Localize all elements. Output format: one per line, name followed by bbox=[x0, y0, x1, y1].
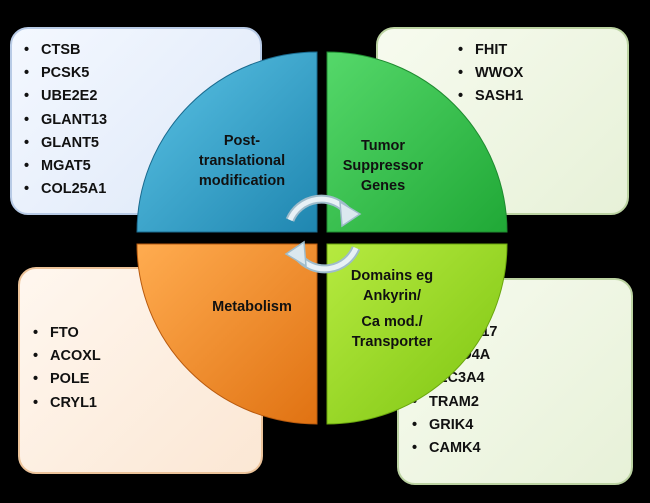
gene-list: CTSBPCSK5UBE2E2GLANT13GLANT5MGAT5COL25A1 bbox=[24, 39, 260, 201]
gene-item: GRIK4 bbox=[412, 414, 631, 437]
gene-item: FHIT bbox=[458, 39, 627, 62]
quadrant-post-translational bbox=[136, 51, 318, 233]
gene-item: ACOXL bbox=[33, 345, 261, 368]
gene-item: WWOX bbox=[458, 62, 627, 85]
gene-item: SASH1 bbox=[458, 85, 627, 108]
quadrant-tumor-suppressor bbox=[326, 51, 508, 233]
gene-item: CTSB bbox=[24, 39, 260, 62]
quadrant-label-transporter: Ca mod./ Transporter bbox=[351, 314, 433, 350]
gene-item: COL25A1 bbox=[24, 178, 260, 201]
gene-item: PCSK5 bbox=[24, 62, 260, 85]
gene-item: CAMK4 bbox=[412, 437, 631, 460]
gene-item: CRYL1 bbox=[33, 392, 261, 415]
gene-list: FHITWWOXSASH1 bbox=[458, 39, 627, 109]
quadrant-label-domains: Domains eg Ankyrin/ bbox=[350, 268, 434, 304]
quadrant-label-tumor-suppressor: Tumor Suppressor Genes bbox=[342, 138, 424, 194]
gene-item: GLANT13 bbox=[24, 109, 260, 132]
quadrant-label-post-translational: Post- translational modification bbox=[198, 133, 286, 189]
gene-item: UBE2E2 bbox=[24, 85, 260, 108]
cycle-arrows-icon bbox=[284, 194, 362, 274]
gene-item: POLE bbox=[33, 368, 261, 391]
quadrant-metabolism bbox=[136, 243, 318, 425]
gene-item: MGAT5 bbox=[24, 155, 260, 178]
gene-item: FTO bbox=[33, 322, 261, 345]
quadrant-label-metabolism: Metabolism bbox=[212, 299, 292, 315]
gene-list: FTOACOXLPOLECRYL1 bbox=[33, 322, 261, 415]
quadrant-domains bbox=[326, 243, 508, 425]
gene-item: GLANT5 bbox=[24, 132, 260, 155]
gene-item: TRAM2 bbox=[412, 391, 631, 414]
